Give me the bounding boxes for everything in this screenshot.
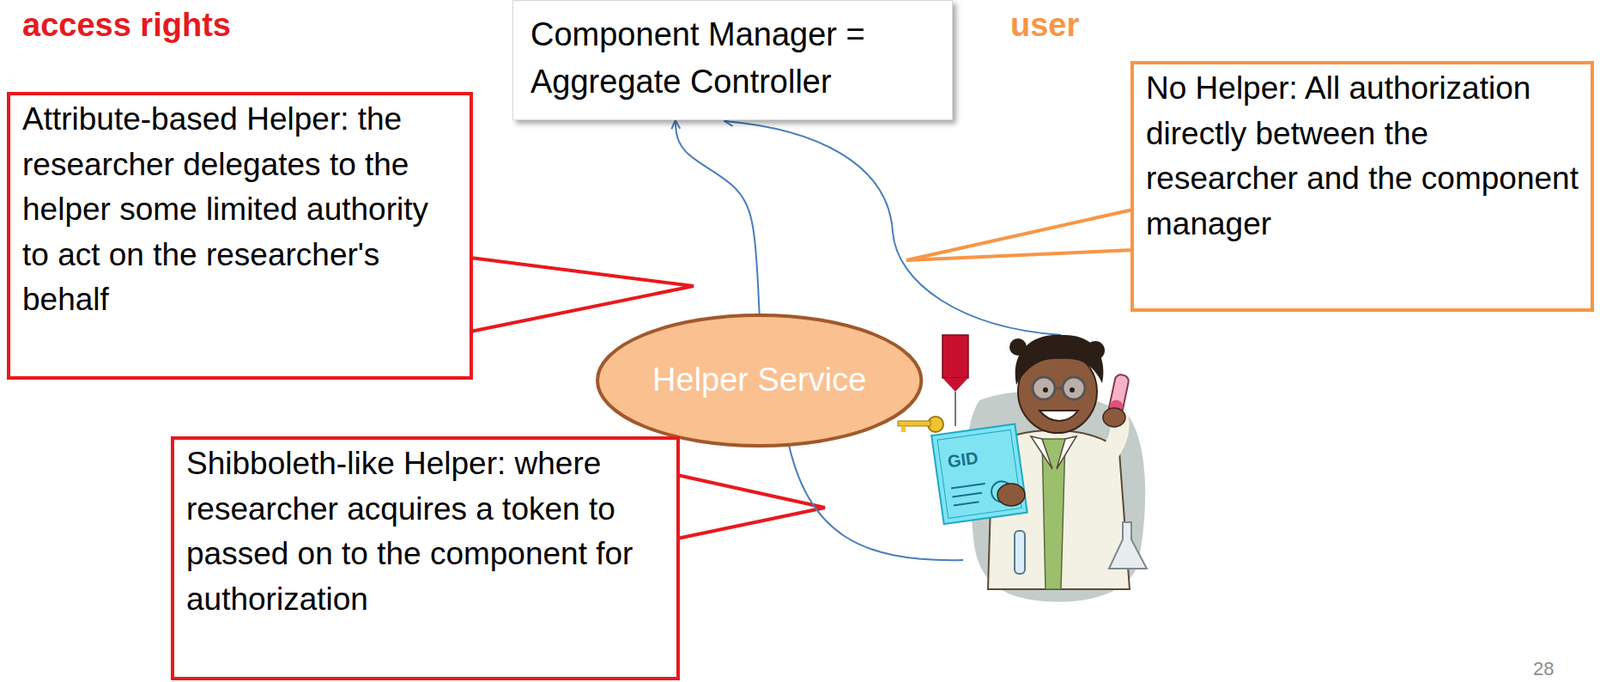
page-number: 28 bbox=[1533, 657, 1554, 680]
component-box: Component Manager = Aggregate Controller bbox=[512, 0, 953, 121]
node-text: Shibboleth-like Helper: where researcher… bbox=[186, 441, 665, 622]
heading-fragment: access rights bbox=[22, 6, 231, 44]
node-text: Component Manager = Aggregate Controller bbox=[530, 11, 935, 106]
certificate-label: GID bbox=[946, 448, 980, 473]
ellipse-shape bbox=[597, 315, 922, 446]
callout-box: Shibboleth-like Helper: where researcher… bbox=[170, 436, 680, 680]
heading-fragment: user bbox=[1010, 6, 1079, 44]
node-text: Helper Service bbox=[652, 358, 867, 401]
callout-pointer bbox=[906, 209, 1134, 261]
researcher-figure bbox=[897, 334, 1147, 602]
node-text: No Helper: All authorization directly be… bbox=[1145, 66, 1579, 247]
researcher-link bbox=[724, 121, 1061, 335]
callout-box: Attribute-based Helper: the researcher d… bbox=[6, 91, 473, 380]
connector bbox=[675, 120, 760, 315]
helper-ellipse: Helper Service bbox=[595, 313, 923, 448]
callout-pointer bbox=[470, 257, 694, 332]
node-text: Attribute-based Helper: the researcher d… bbox=[22, 96, 458, 323]
callout-box: No Helper: All authorization directly be… bbox=[1130, 60, 1594, 312]
